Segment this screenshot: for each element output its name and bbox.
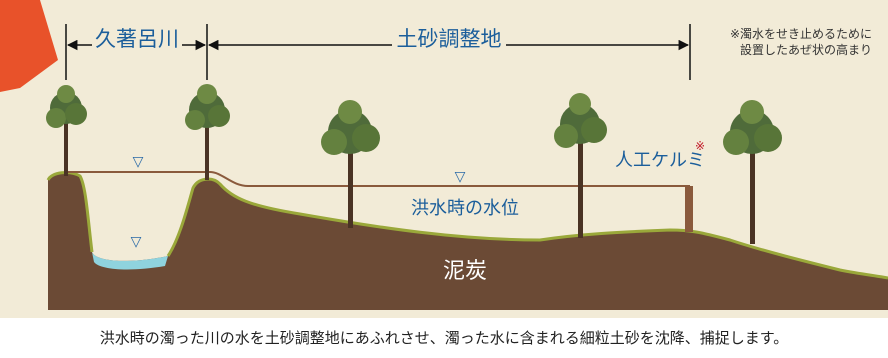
river-label: 久著呂川 <box>95 27 179 51</box>
peat-ground <box>48 172 888 310</box>
water-level-mark-river-bottom: ▽ <box>131 234 142 250</box>
flood-level-label: 洪水時の水位 <box>411 198 519 219</box>
peat-label: 泥炭 <box>443 259 487 284</box>
tree-icon <box>321 100 380 228</box>
water-level-mark-river-top: ▽ <box>133 154 144 170</box>
tree-icon <box>46 85 87 176</box>
orange-arrow-icon <box>0 0 58 92</box>
river-water <box>92 252 168 270</box>
tree-icon <box>185 84 230 180</box>
tree-icon <box>723 100 782 244</box>
levee-note-mark: ※ <box>695 139 705 153</box>
note-line-1: ※濁水をせき止めるために <box>730 27 872 41</box>
basin-label: 土砂調整地 <box>397 27 502 51</box>
caption: 洪水時の濁った川の水を土砂調整地にあふれさせ、濁った水に含まれる細粒土砂を沈降、… <box>100 329 789 347</box>
flood-level-line <box>66 171 690 187</box>
note-line-2: 設置したあぜ状の高まり <box>740 42 872 57</box>
artificial-levee <box>685 186 693 232</box>
water-level-mark-basin: ▽ <box>455 169 466 185</box>
tree-icon <box>554 93 607 238</box>
levee-label: 人工ケルミ <box>615 150 705 171</box>
